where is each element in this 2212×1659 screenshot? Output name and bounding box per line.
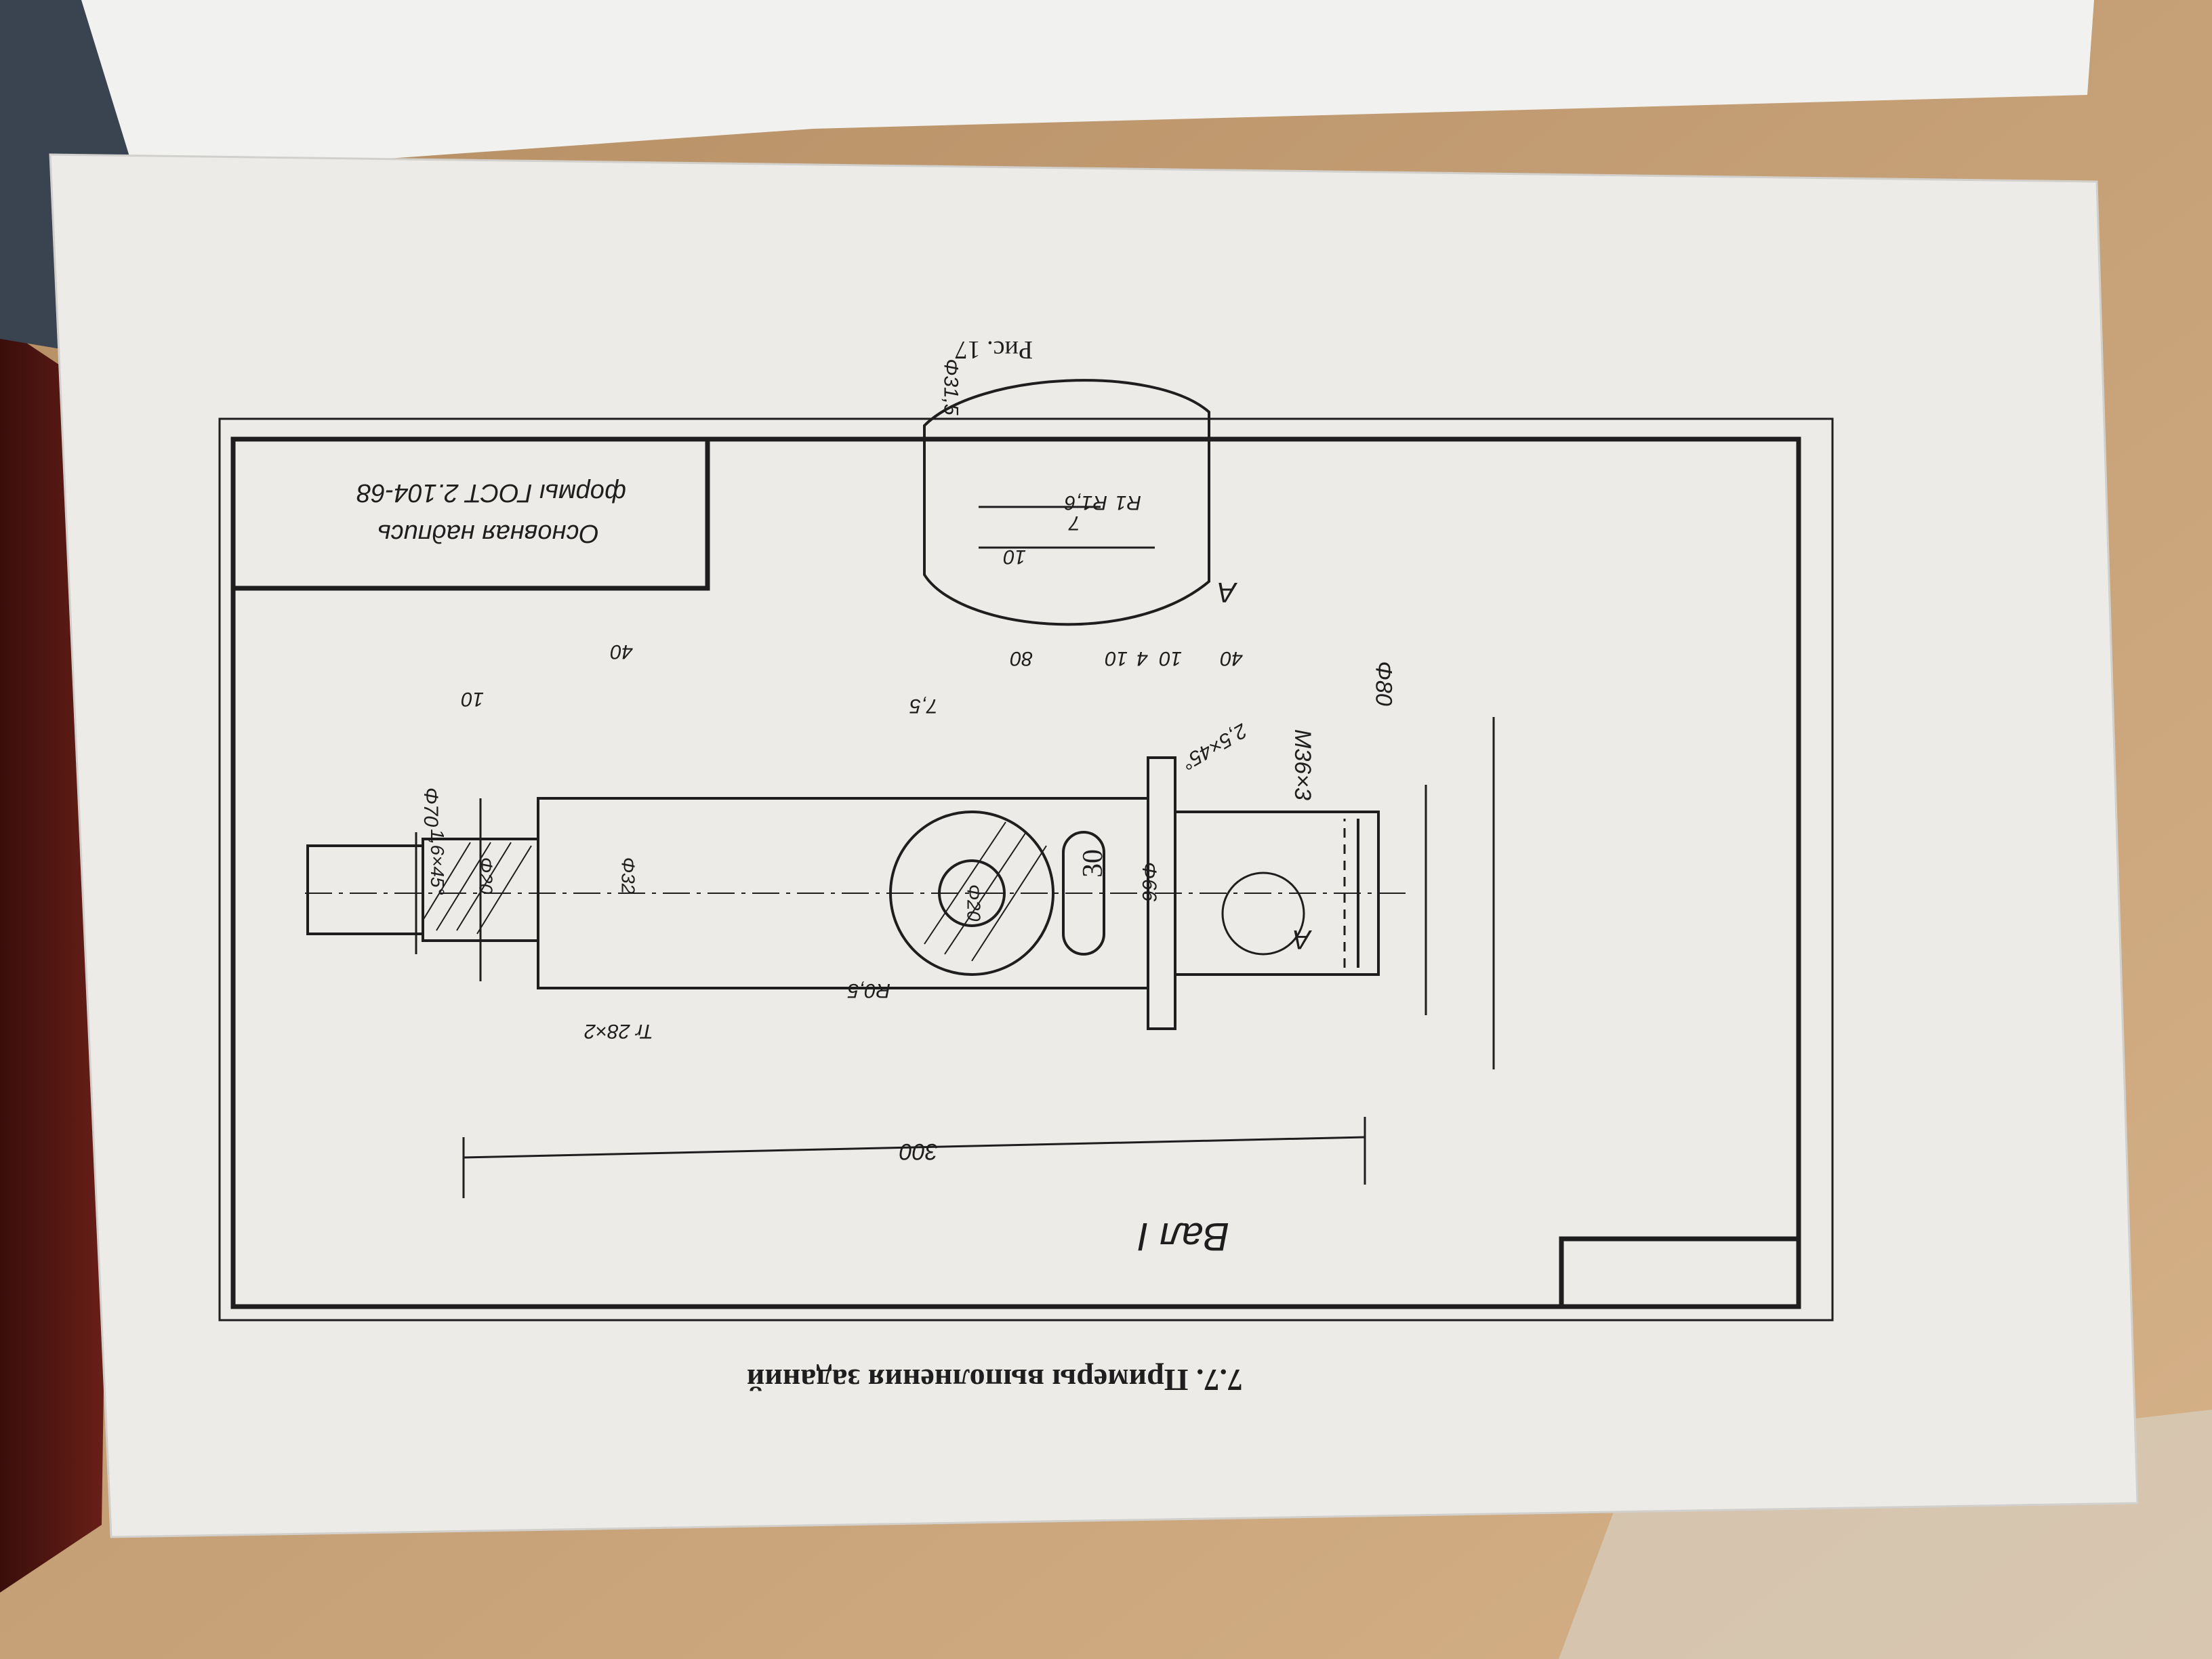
dim-10b: 10 [461,688,484,710]
title-block-line2: формы ГОСТ 2.104-68 [356,478,626,507]
dim-m36: M36×3 [1290,729,1316,800]
dim-300: 300 [899,1139,938,1164]
corner-block [1559,1236,1801,1309]
dim-40a: 40 [1220,647,1243,670]
dim-7: 7 [1069,512,1080,534]
detail-a [923,379,1210,626]
part-name: Вал I [1137,1214,1229,1258]
dim-10c: 10 [1105,647,1128,670]
dim-4: 4 [1136,647,1148,670]
title-block-line1: Основная надпись [377,519,599,548]
title-block [230,436,710,591]
dim-10: 10 [1159,647,1182,670]
dim-d80: Φ80 [1370,661,1397,706]
figure-caption: Рис. 17 [954,335,1033,364]
dim-d20: Φ20 [963,884,985,922]
dim-7-5: 7,5 [909,695,938,717]
dim-80: 80 [1010,647,1033,670]
dim-d70: Φ70 [419,787,442,827]
dim-tr: Tr 28×2 [584,1020,653,1042]
page-heading: 7.7. Примеры выполнения заданий [746,1363,1243,1397]
dim-chamfer2: 1,6×45° [427,829,449,895]
dim-d31-5: Φ31,5 [939,359,962,415]
dim-r0-5: R0,5 [847,979,890,1002]
dim-d66: Φ66 [1137,861,1160,902]
dim-10d: 10 [1003,546,1026,568]
dim-r16: R1,6 [1064,491,1107,514]
detail-callout: А [1292,924,1311,954]
dim-d20b: Φ20 [475,857,497,895]
section-label: А [1216,577,1236,609]
dim-40b: 40 [610,640,633,663]
page-number: 30 [1078,849,1109,878]
outer-frame [218,417,1834,1322]
hatching [422,821,1047,962]
inner-frame [230,436,1801,1309]
dim-d32: Φ32 [617,857,639,895]
dim-r1: R1 [1115,491,1141,514]
